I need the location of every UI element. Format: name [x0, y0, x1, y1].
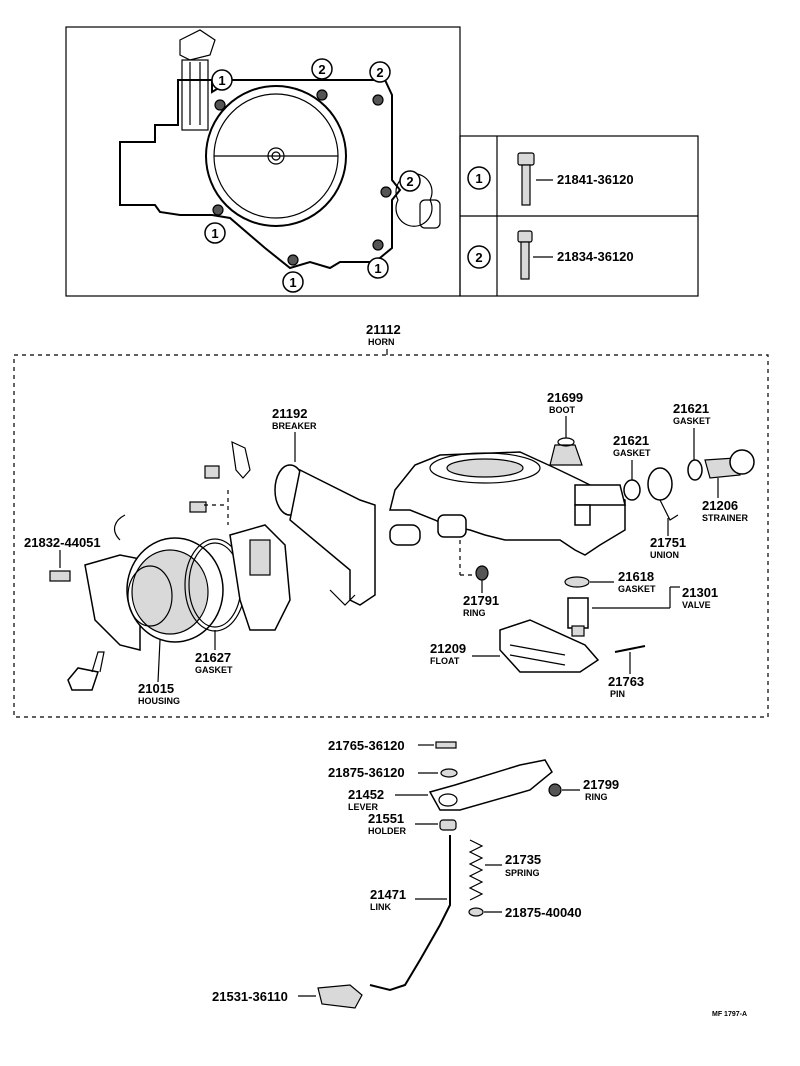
horn-assembly-boundary [13, 354, 769, 718]
svg-text:21699: 21699 [547, 390, 583, 405]
svg-text:PIN: PIN [610, 689, 625, 699]
svg-text:21531-36110: 21531-36110 [212, 989, 288, 1004]
bolt-row-1: 1 21841-36120 [467, 152, 634, 206]
svg-text:RING: RING [463, 608, 486, 618]
svg-text:1: 1 [289, 275, 296, 290]
label-21875-36120: 21875-36120 [328, 765, 438, 780]
svg-text:21875-40040: 21875-40040 [505, 905, 582, 920]
svg-text:21452: 21452 [348, 787, 384, 802]
linkage-group [317, 741, 562, 1009]
label-21832-44051: 21832-44051 [24, 535, 101, 568]
label-21206: 21206 STRAINER [702, 478, 749, 523]
callout-1-b: 1 [204, 222, 226, 244]
inset-main-frame [65, 26, 461, 297]
svg-text:21832-44051: 21832-44051 [24, 535, 101, 550]
svg-text:21751: 21751 [650, 535, 686, 550]
label-21763: 21763 PIN [608, 652, 644, 699]
label-21751: 21751 UNION [650, 518, 686, 560]
svg-text:UNION: UNION [650, 550, 679, 560]
svg-text:1: 1 [374, 261, 381, 276]
svg-text:BOOT: BOOT [549, 405, 576, 415]
label-21621-upper: 21621 GASKET [673, 401, 711, 460]
svg-text:21301: 21301 [682, 585, 718, 600]
inset-panel: 1 2 2 2 1 1 1 1 21841-36120 2 21834-3612… [65, 26, 699, 297]
svg-text:21621: 21621 [613, 433, 649, 448]
label-21618: 21618 GASKET [590, 569, 656, 594]
horn-assembly-label: 21112 HORN [366, 322, 401, 355]
throttle-body-top-view [119, 29, 441, 270]
svg-text:SPRING: SPRING [505, 868, 540, 878]
svg-text:21206: 21206 [702, 498, 738, 513]
svg-text:2: 2 [475, 250, 482, 265]
label-21621-lower: 21621 GASKET [613, 433, 651, 480]
callout-2-a: 2 [311, 58, 333, 80]
housing-group [49, 440, 376, 691]
callout-2-b: 2 [369, 61, 391, 83]
label-21452: 21452 LEVER [348, 787, 428, 812]
callout-2-c: 2 [399, 170, 421, 192]
svg-text:GASKET: GASKET [195, 665, 233, 675]
svg-text:21791: 21791 [463, 593, 499, 608]
svg-text:21015: 21015 [138, 681, 174, 696]
svg-text:HORN: HORN [368, 337, 395, 347]
label-21301: 21301 VALVE [592, 585, 718, 610]
svg-text:2: 2 [318, 62, 325, 77]
label-21735: 21735 SPRING [485, 852, 541, 878]
svg-text:2: 2 [376, 65, 383, 80]
svg-text:21621: 21621 [673, 401, 709, 416]
svg-text:RING: RING [585, 792, 608, 802]
svg-text:21551: 21551 [368, 811, 404, 826]
bolt-row-2: 2 21834-36120 [467, 230, 634, 280]
svg-text:21209: 21209 [430, 641, 466, 656]
callout-1-d: 1 [282, 271, 304, 293]
carb-body-group [389, 437, 755, 673]
svg-text:21763: 21763 [608, 674, 644, 689]
svg-text:21875-36120: 21875-36120 [328, 765, 405, 780]
svg-text:21471: 21471 [370, 887, 406, 902]
svg-text:GASKET: GASKET [613, 448, 651, 458]
svg-text:1: 1 [475, 171, 482, 186]
svg-text:LEVER: LEVER [348, 802, 379, 812]
label-21875-40040: 21875-40040 [484, 905, 582, 920]
svg-text:1: 1 [218, 73, 225, 88]
svg-text:GASKET: GASKET [673, 416, 711, 426]
label-21791: 21791 RING [463, 580, 499, 618]
svg-text:21192: 21192 [272, 406, 307, 421]
label-21015: 21015 HOUSING [138, 639, 180, 706]
svg-text:21834-36120: 21834-36120 [557, 249, 634, 264]
label-21471: 21471 LINK [370, 887, 447, 912]
svg-text:2: 2 [406, 174, 413, 189]
label-21799: 21799 RING [562, 777, 619, 802]
svg-text:21799: 21799 [583, 777, 619, 792]
callout-1-a: 1 [211, 69, 233, 91]
label-21531-36110: 21531-36110 [212, 989, 316, 1004]
svg-text:STRAINER: STRAINER [702, 513, 749, 523]
svg-text:21765-36120: 21765-36120 [328, 738, 405, 753]
svg-text:21735: 21735 [505, 852, 541, 867]
svg-text:1: 1 [211, 226, 218, 241]
svg-text:21627: 21627 [195, 650, 231, 665]
svg-text:LINK: LINK [370, 902, 391, 912]
figure-reference: MF 1797-A [712, 1011, 747, 1018]
label-21192: 21192 BREAKER [272, 406, 317, 462]
label-21551: 21551 HOLDER [368, 811, 438, 836]
svg-text:21618: 21618 [618, 569, 654, 584]
svg-text:BREAKER: BREAKER [272, 421, 317, 431]
label-21627: 21627 GASKET [195, 630, 233, 675]
svg-text:FLOAT: FLOAT [430, 656, 460, 666]
svg-text:VALVE: VALVE [682, 600, 711, 610]
svg-text:GASKET: GASKET [618, 584, 656, 594]
svg-text:21112: 21112 [366, 322, 401, 337]
svg-text:HOLDER: HOLDER [368, 826, 407, 836]
svg-text:21841-36120: 21841-36120 [557, 172, 634, 187]
label-21699: 21699 BOOT [547, 390, 583, 438]
svg-text:HOUSING: HOUSING [138, 696, 180, 706]
label-21765-36120: 21765-36120 [328, 738, 434, 753]
label-21209: 21209 FLOAT [430, 641, 500, 666]
callout-1-c: 1 [367, 257, 389, 279]
